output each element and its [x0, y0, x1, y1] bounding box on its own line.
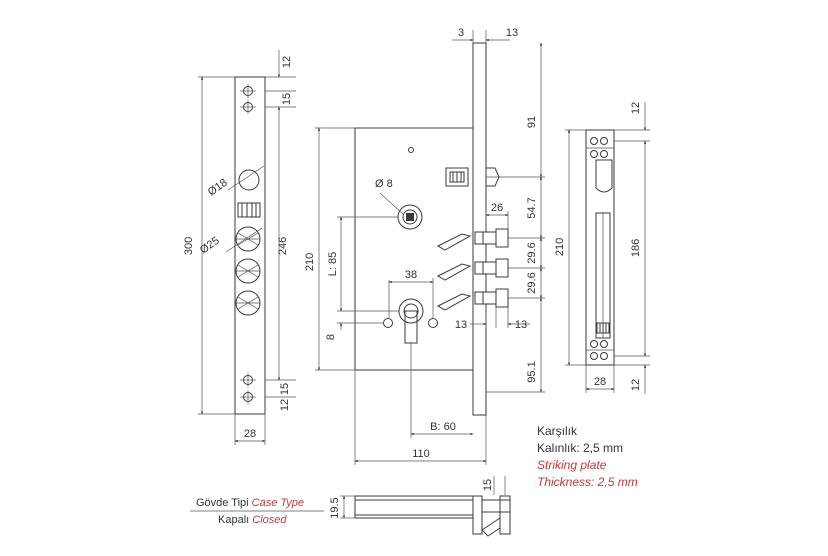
dim-26: 26 — [491, 202, 503, 214]
dim-diameter-8: Ø 8 — [375, 178, 393, 190]
dim-12-top: 12 — [281, 56, 293, 68]
dim-95-1: 95.1 — [526, 361, 538, 382]
lever-3 — [436, 293, 472, 311]
dim-29-6-b: 29.6 — [526, 272, 538, 293]
dim-3: 3 — [458, 27, 464, 39]
dim-28-left: 28 — [244, 428, 256, 440]
latch-hole — [238, 169, 260, 191]
dim-13-b: 13 — [515, 319, 527, 331]
striking-plate-view: 12 210 186 28 12 — [554, 102, 650, 394]
dim-8: 8 — [325, 334, 337, 340]
dim-186: 186 — [630, 239, 642, 257]
dim-19-5: 19.5 — [329, 497, 341, 518]
dim-210-right: 210 — [554, 238, 566, 256]
dim-15-top: 15 — [281, 93, 293, 105]
dim-210-left: 210 — [304, 253, 316, 271]
cylinder-hole — [383, 298, 438, 344]
closed-tr: Kapalı — [218, 514, 250, 526]
section-bolt — [481, 499, 511, 513]
dim-29-6-a: 29.6 — [526, 242, 538, 263]
dim-54-7: 54.7 — [526, 197, 538, 218]
case-type-label: Gövde Tipi Case Type — [196, 497, 304, 509]
dim-L-85: L: 85 — [327, 252, 339, 276]
note-karsilik: Karşılık — [537, 424, 578, 438]
lock-case-body — [354, 127, 474, 371]
lock-body-view: Ø 8 — [304, 27, 545, 465]
case-type-tr: Gövde Tipi — [196, 497, 249, 509]
small-bolt — [237, 202, 261, 218]
note-kalinlik: Kalınlık: 2,5 mm — [537, 441, 624, 455]
closed-en: Closed — [252, 514, 287, 526]
section-face-plate — [472, 495, 483, 535]
dim-110: 110 — [412, 448, 430, 460]
deadbolt-3 — [474, 288, 509, 308]
round-bolt-2 — [235, 258, 261, 284]
dim-15-bottom: 15 — [279, 383, 291, 395]
dim-diameter-18: Ø18 — [206, 177, 230, 199]
dim-12-right-top: 12 — [630, 102, 642, 114]
round-bolt-3 — [235, 290, 261, 316]
lever-1 — [436, 233, 472, 251]
case-section-view: 19.5 15 — [329, 476, 511, 537]
dim-13-top: 13 — [506, 27, 518, 39]
deadbolt-1 — [474, 228, 509, 248]
front-plate-view: 300 246 12 15 Ø18 Ø25 15 12 28 — [183, 50, 296, 445]
striking-plate-outline — [585, 129, 615, 366]
latch-opening — [595, 159, 613, 193]
dim-28-right: 28 — [594, 376, 606, 388]
dim-13-a: 13 — [455, 319, 467, 331]
dim-246: 246 — [277, 237, 289, 255]
lever-2 — [436, 263, 472, 281]
dim-12-bottom: 12 — [279, 399, 291, 411]
round-bolt-1 — [235, 226, 261, 252]
closed-label: Kapalı Closed — [218, 514, 287, 526]
note-striking-plate: Striking plate — [537, 458, 607, 472]
dim-diameter-25: Ø25 — [198, 235, 222, 257]
dim-15-section: 15 — [482, 479, 494, 491]
case-small-hole — [408, 147, 414, 153]
case-type-en: Case Type — [251, 497, 305, 509]
face-plate-side — [472, 42, 487, 416]
dim-91: 91 — [526, 116, 538, 128]
dim-12-right-bottom: 12 — [630, 379, 642, 391]
front-plate-outline — [234, 76, 266, 415]
dim-38: 38 — [405, 269, 417, 281]
dim-300: 300 — [183, 237, 195, 255]
dim-B-60: B: 60 — [430, 421, 456, 433]
deadbolt-2 — [474, 258, 509, 278]
note-thickness: Thickness: 2,5 mm — [537, 475, 638, 489]
